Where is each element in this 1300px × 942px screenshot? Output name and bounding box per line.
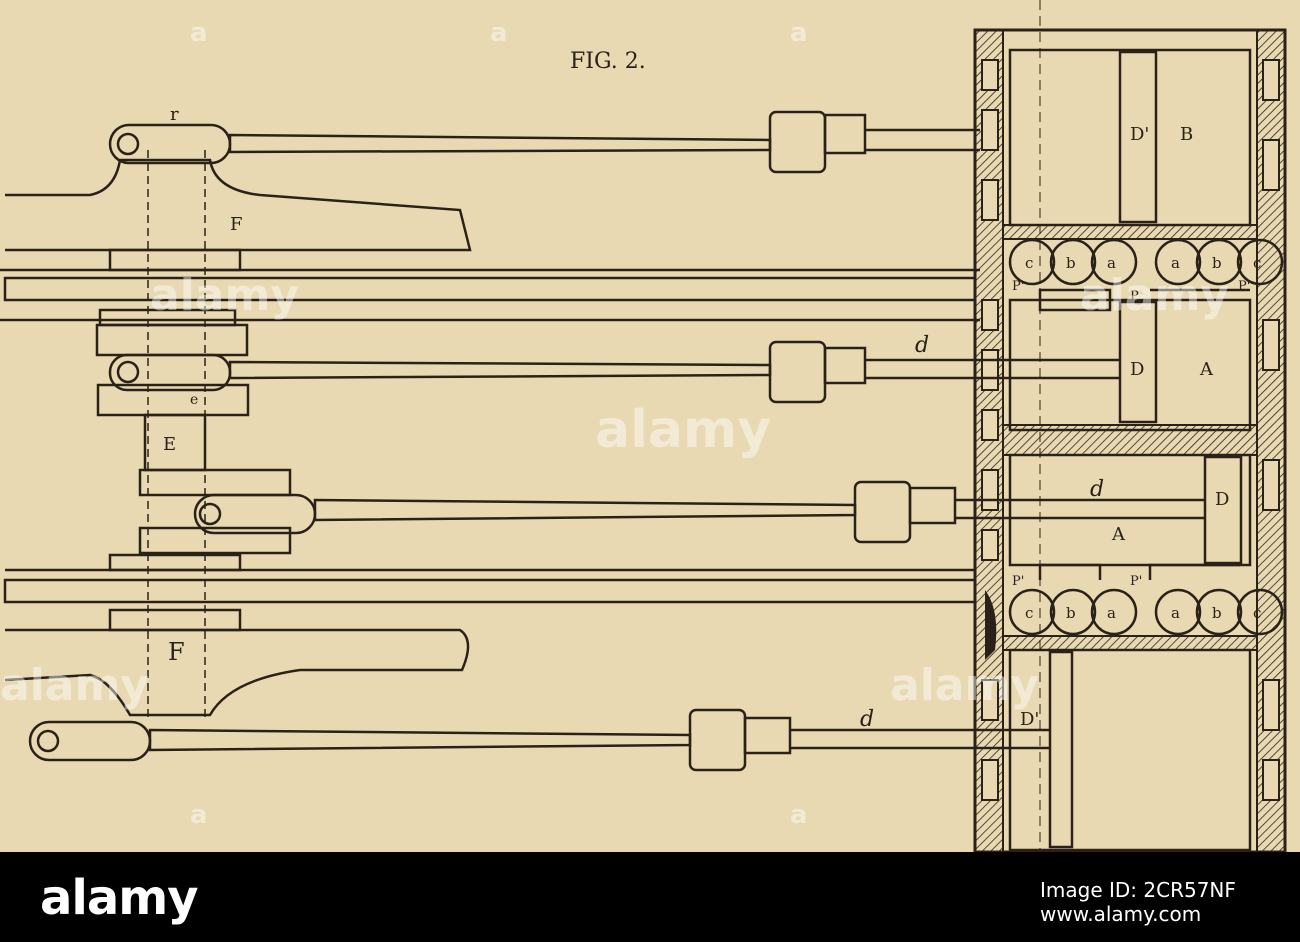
label-c1: c xyxy=(1025,254,1033,272)
cylinder-block xyxy=(973,28,1287,852)
label-b3: b xyxy=(1066,604,1076,622)
label-A-upper: A xyxy=(1199,359,1214,380)
watermark-mark: a xyxy=(190,18,208,48)
flywheel-top xyxy=(0,158,980,322)
label-A-lower: A xyxy=(1111,524,1126,545)
label-D-middle: D xyxy=(1130,359,1144,380)
label-a4: a xyxy=(1171,604,1180,622)
label-c3: c xyxy=(1025,604,1033,622)
label-P-prime-3: P' xyxy=(1012,574,1024,589)
watermark-text: alamy xyxy=(1080,270,1229,321)
flywheel-bottom xyxy=(3,568,977,717)
label-D-prime-top: D' xyxy=(1130,124,1149,145)
watermark-text: alamy xyxy=(150,270,299,321)
label-c2: c xyxy=(1253,254,1261,272)
footer-url: www.alamy.com xyxy=(1040,902,1202,926)
footer-image-id: Image ID: 2CR57NF xyxy=(1040,878,1236,902)
label-b2: b xyxy=(1212,254,1222,272)
label-r: r xyxy=(170,104,179,125)
footer-logo: alamy xyxy=(40,870,199,926)
label-P-prime-1: P' xyxy=(1012,279,1024,294)
label-P-prime-4: P' xyxy=(1130,574,1142,589)
label-a1: a xyxy=(1107,254,1116,272)
label-a3: a xyxy=(1107,604,1116,622)
engine-valve-gear-drawing: FIG. 2. r F e E F d d d D' B D A D A D' … xyxy=(0,0,1287,852)
label-D-lower: D xyxy=(1215,489,1229,510)
label-d2: d xyxy=(1090,477,1104,502)
label-e: e xyxy=(190,392,198,408)
label-F-top: F xyxy=(230,214,243,235)
label-F-bottom: F xyxy=(168,638,185,666)
label-B: B xyxy=(1180,124,1193,145)
label-d1: d xyxy=(915,333,929,358)
label-D-prime-bottom: D' xyxy=(1020,709,1039,730)
diagram-canvas: FIG. 2. r F e E F d d d D' B D A D A D' … xyxy=(0,0,1300,852)
watermark-mark: a xyxy=(190,800,208,830)
watermark-mark: a xyxy=(790,18,808,48)
label-P: P xyxy=(1130,289,1139,304)
label-E: E xyxy=(163,434,176,455)
eccentric-stack xyxy=(95,308,292,572)
label-b1: b xyxy=(1066,254,1076,272)
label-d3: d xyxy=(860,707,874,732)
footer-bar xyxy=(0,852,1300,942)
label-P-prime-2: P' xyxy=(1238,279,1250,294)
watermark-text: alamy xyxy=(595,400,772,460)
label-a2: a xyxy=(1171,254,1180,272)
eccentric-rods xyxy=(28,110,1205,772)
label-b4: b xyxy=(1212,604,1222,622)
label-c4: c xyxy=(1253,604,1261,622)
watermark-mark: a xyxy=(490,18,508,48)
watermark-mark: a xyxy=(790,800,808,830)
watermark-text: alamy xyxy=(0,660,149,711)
figure-title: FIG. 2. xyxy=(570,49,646,74)
watermark-text: alamy xyxy=(890,660,1039,711)
